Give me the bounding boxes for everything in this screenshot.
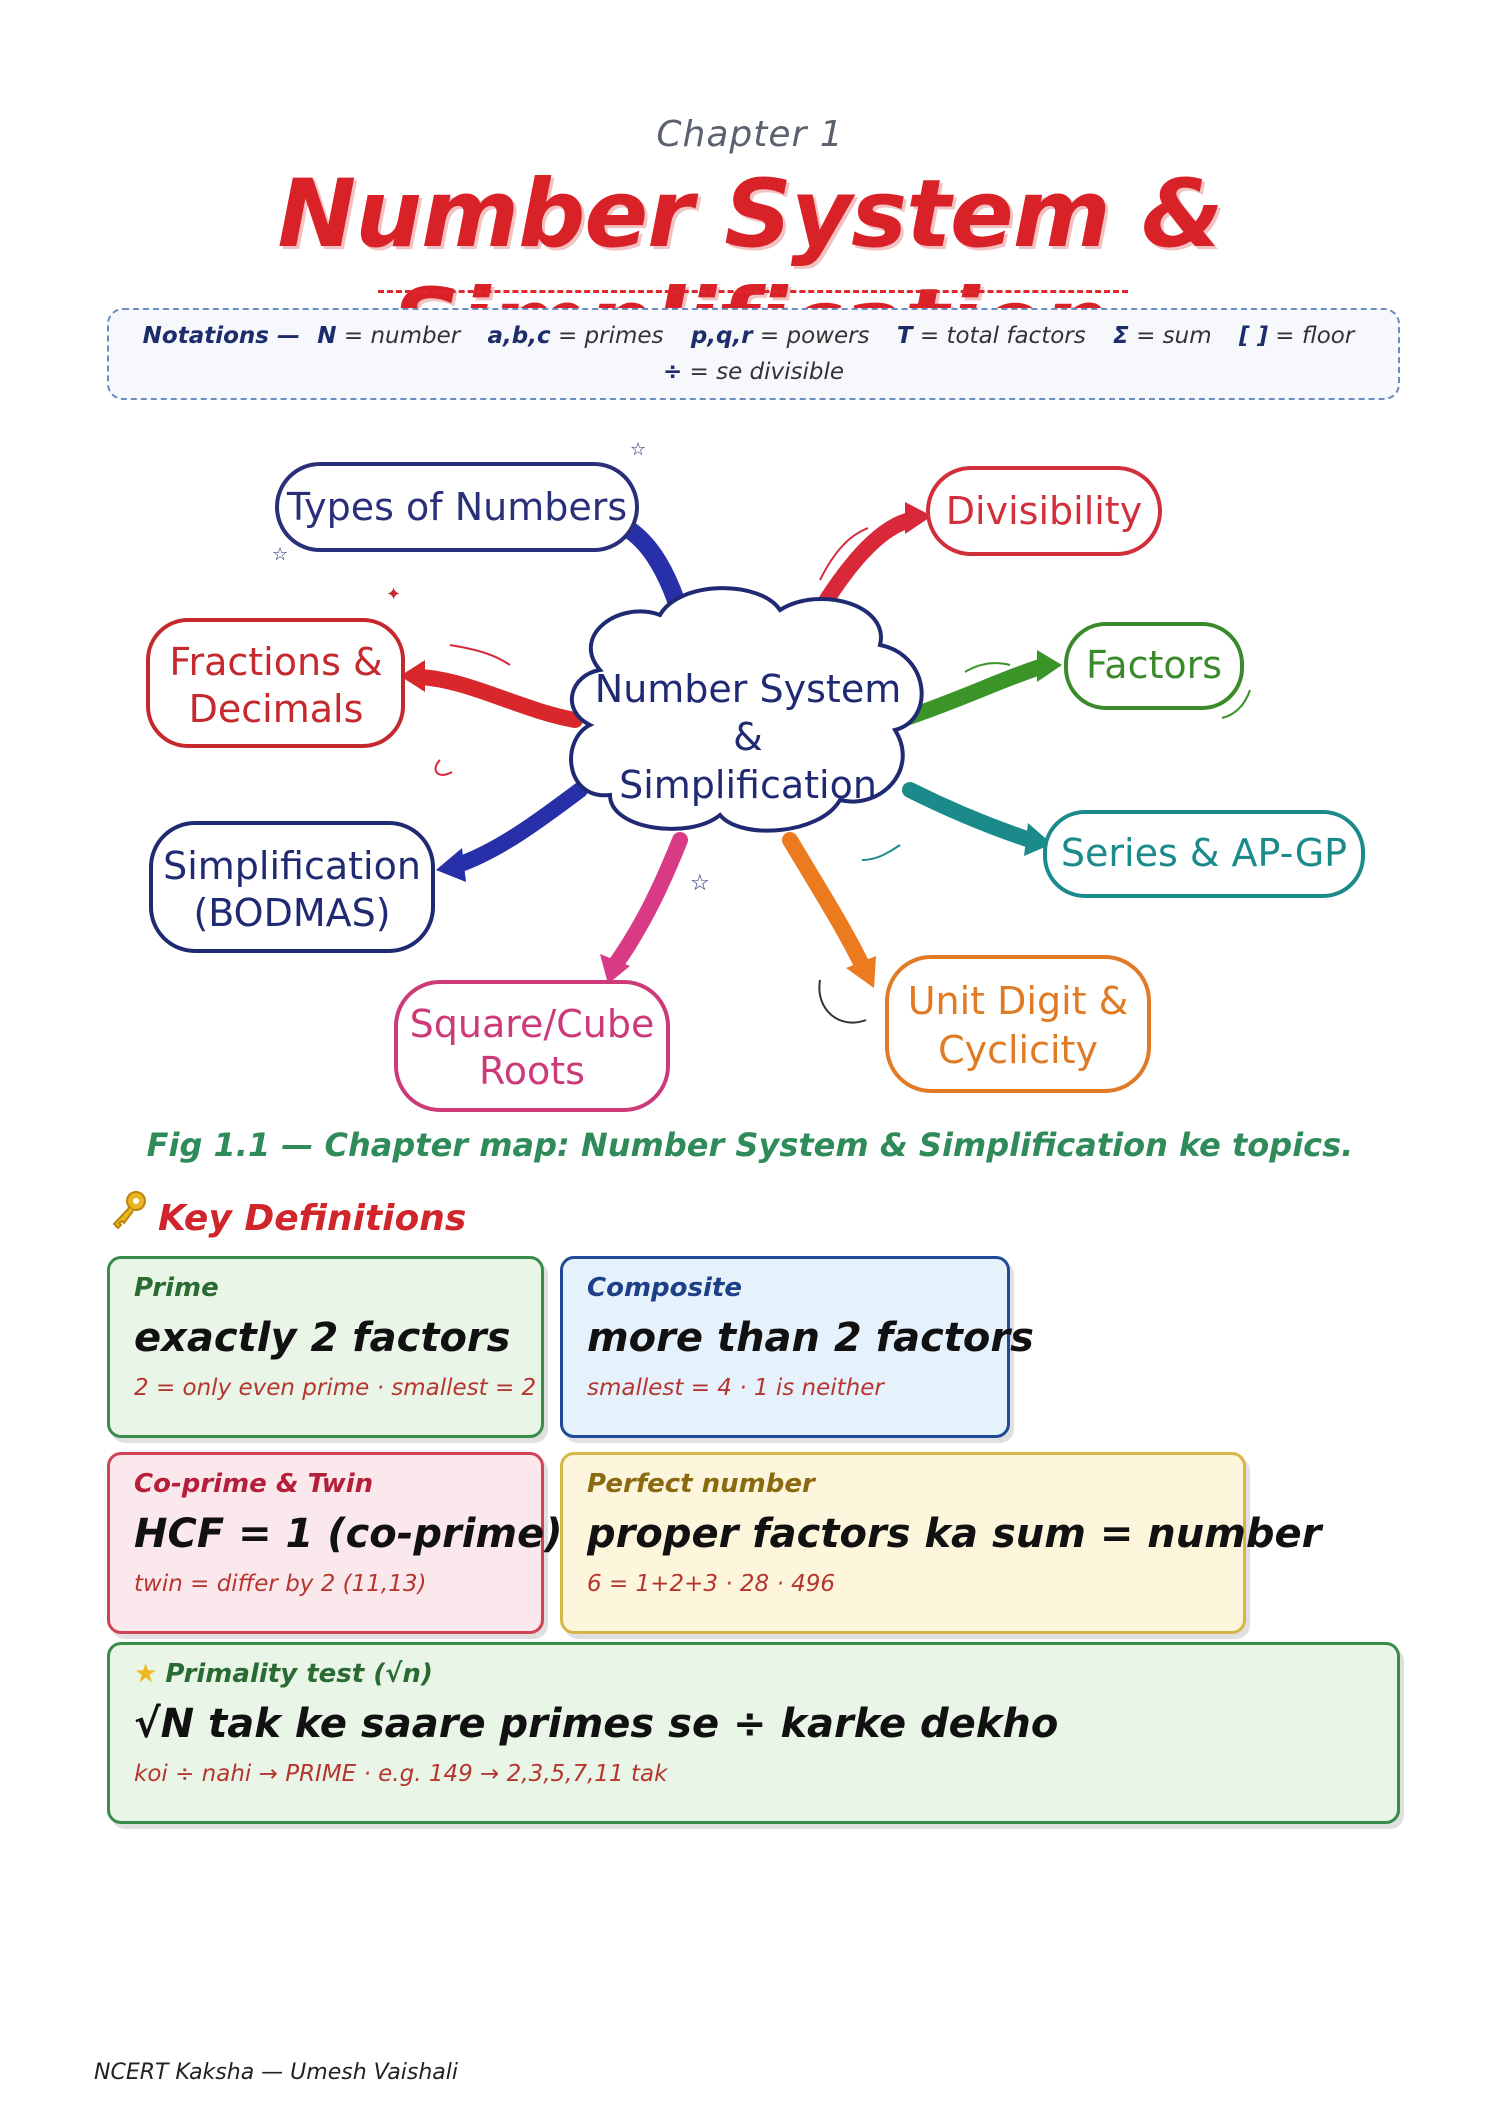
key-icon <box>108 1190 148 1239</box>
card-label: Composite <box>587 1273 742 1303</box>
card-prime: Prime exactly 2 factors 2 = only even pr… <box>107 1256 544 1438</box>
svg-text:Square/Cube: Square/Cube <box>410 1002 655 1046</box>
arrowhead-square-cube <box>600 954 630 984</box>
branch-square-cube <box>607 832 688 973</box>
star-icon: ★ <box>134 1659 158 1689</box>
node-divisibility: Divisibility <box>926 466 1162 556</box>
node-unit-digit-cyclicity: Unit Digit & Cyclicity <box>885 955 1151 1093</box>
chapter-label: Chapter 1 <box>656 114 844 155</box>
card-note: koi ÷ nahi → PRIME · e.g. 149 → 2,3,5,7,… <box>134 1761 668 1787</box>
star-doodle: ☆ <box>690 871 710 896</box>
notation-primes: a,b,c = primes <box>487 323 664 349</box>
star-doodle: ✦ <box>386 584 401 605</box>
card-note: twin = differ by 2 (11,13) <box>134 1571 427 1597</box>
card-label: Prime <box>134 1273 219 1303</box>
card-main: proper factors ka sum = number <box>587 1511 1322 1557</box>
doodle-arrow <box>818 979 867 1024</box>
node-types-of-numbers: Types of Numbers <box>275 462 639 552</box>
card-main: HCF = 1 (co-prime) <box>134 1511 563 1557</box>
figure-caption: Fig 1.1 — Chapter map: Number System & S… <box>146 1126 1354 1164</box>
card-main: √N tak ke saare primes se ÷ karke dekho <box>134 1701 1059 1747</box>
svg-text:Fractions &: Fractions & <box>169 640 382 684</box>
card-note: smallest = 4 · 1 is neither <box>587 1375 884 1401</box>
svg-text:Types of Numbers: Types of Numbers <box>286 485 627 529</box>
card-main: exactly 2 factors <box>134 1315 511 1361</box>
svg-text:Unit Digit &: Unit Digit & <box>908 979 1129 1023</box>
arrowhead-divisibility <box>905 502 932 534</box>
chapter-mindmap: ☆ ☆ ☆ ☆ ✦ Number System & Simplification… <box>146 439 1365 1112</box>
branch-series <box>902 782 1038 848</box>
node-series-ap-gp: Series & AP-GP <box>1043 810 1365 898</box>
svg-text:Roots: Roots <box>479 1049 585 1093</box>
notation-total-factors: T = total factors <box>896 323 1086 349</box>
card-note: 6 = 1+2+3 · 28 · 496 <box>587 1571 836 1597</box>
center-line-1: Number System <box>595 667 901 711</box>
notations-lead: Notations — <box>142 323 300 349</box>
node-simplification-bodmas: Simplification (BODMAS) <box>149 821 435 953</box>
branch-unit-digit <box>782 832 870 973</box>
doodle-arrow <box>861 844 901 861</box>
title-underline <box>378 290 1128 293</box>
notation-floor: [ ] = floor <box>1238 323 1355 349</box>
arrowhead-factors <box>1037 650 1062 682</box>
card-label: Perfect number <box>587 1469 815 1499</box>
arrowhead-series <box>1024 823 1052 856</box>
node-factors: Factors <box>1064 622 1244 710</box>
notation-sum: Σ = sum <box>1113 323 1212 349</box>
card-label: Co-prime & Twin <box>134 1469 374 1499</box>
card-main: more than 2 factors <box>587 1315 1034 1361</box>
center-line-2: & <box>733 715 763 759</box>
notation-number: N = number <box>317 323 461 349</box>
doodle-arrow <box>964 662 1011 673</box>
notation-powers: p,q,r = powers <box>690 323 870 349</box>
card-note: 2 = only even prime · smallest = 2 <box>134 1375 537 1401</box>
svg-text:Cyclicity: Cyclicity <box>938 1028 1098 1072</box>
card-label: ★Primality test (√n) <box>134 1659 433 1689</box>
doodle-arrow <box>434 759 453 776</box>
branch-fractions <box>412 669 583 728</box>
arrowhead-simplification <box>436 848 466 882</box>
notations-box: Notations — N = number a,b,c = primes p,… <box>107 308 1400 400</box>
branch-simplification <box>450 782 588 873</box>
svg-text:Series & AP-GP: Series & AP-GP <box>1061 831 1347 875</box>
svg-text:Simplification: Simplification <box>163 844 421 888</box>
arrowhead-unit-digit <box>846 956 876 988</box>
svg-text:(BODMAS): (BODMAS) <box>193 891 390 935</box>
star-doodle: ☆ <box>272 544 288 565</box>
card-coprime-twin: Co-prime & Twin HCF = 1 (co-prime) twin … <box>107 1452 563 1634</box>
center-cloud <box>569 586 924 833</box>
doodle-arrow <box>819 527 869 581</box>
doodle-arrow <box>1221 689 1251 719</box>
node-square-cube-roots: Square/Cube Roots <box>394 980 670 1112</box>
branch-factors <box>892 659 1048 728</box>
star-doodle: ☆ <box>630 439 646 460</box>
svg-text:Factors: Factors <box>1086 643 1222 687</box>
svg-text:Decimals: Decimals <box>189 687 364 731</box>
key-definitions-heading: Key Definitions <box>108 1190 466 1239</box>
center-line-3: Simplification <box>619 763 877 807</box>
svg-text:Divisibility: Divisibility <box>946 489 1142 533</box>
arrowhead-fractions <box>400 660 425 692</box>
card-perfect-number: Perfect number proper factors ka sum = n… <box>560 1452 1322 1634</box>
card-composite: Composite more than 2 factors smallest =… <box>560 1256 1034 1438</box>
notation-divisible: ÷ = se divisible <box>662 359 845 385</box>
footer-credit: NCERT Kaksha — Umesh Vaishali <box>94 2060 458 2085</box>
card-primality-test: ★Primality test (√n) √N tak ke saare pri… <box>107 1642 1400 1824</box>
doodle-arrow <box>449 644 511 666</box>
node-fractions-decimals: Fractions & Decimals <box>146 618 405 748</box>
